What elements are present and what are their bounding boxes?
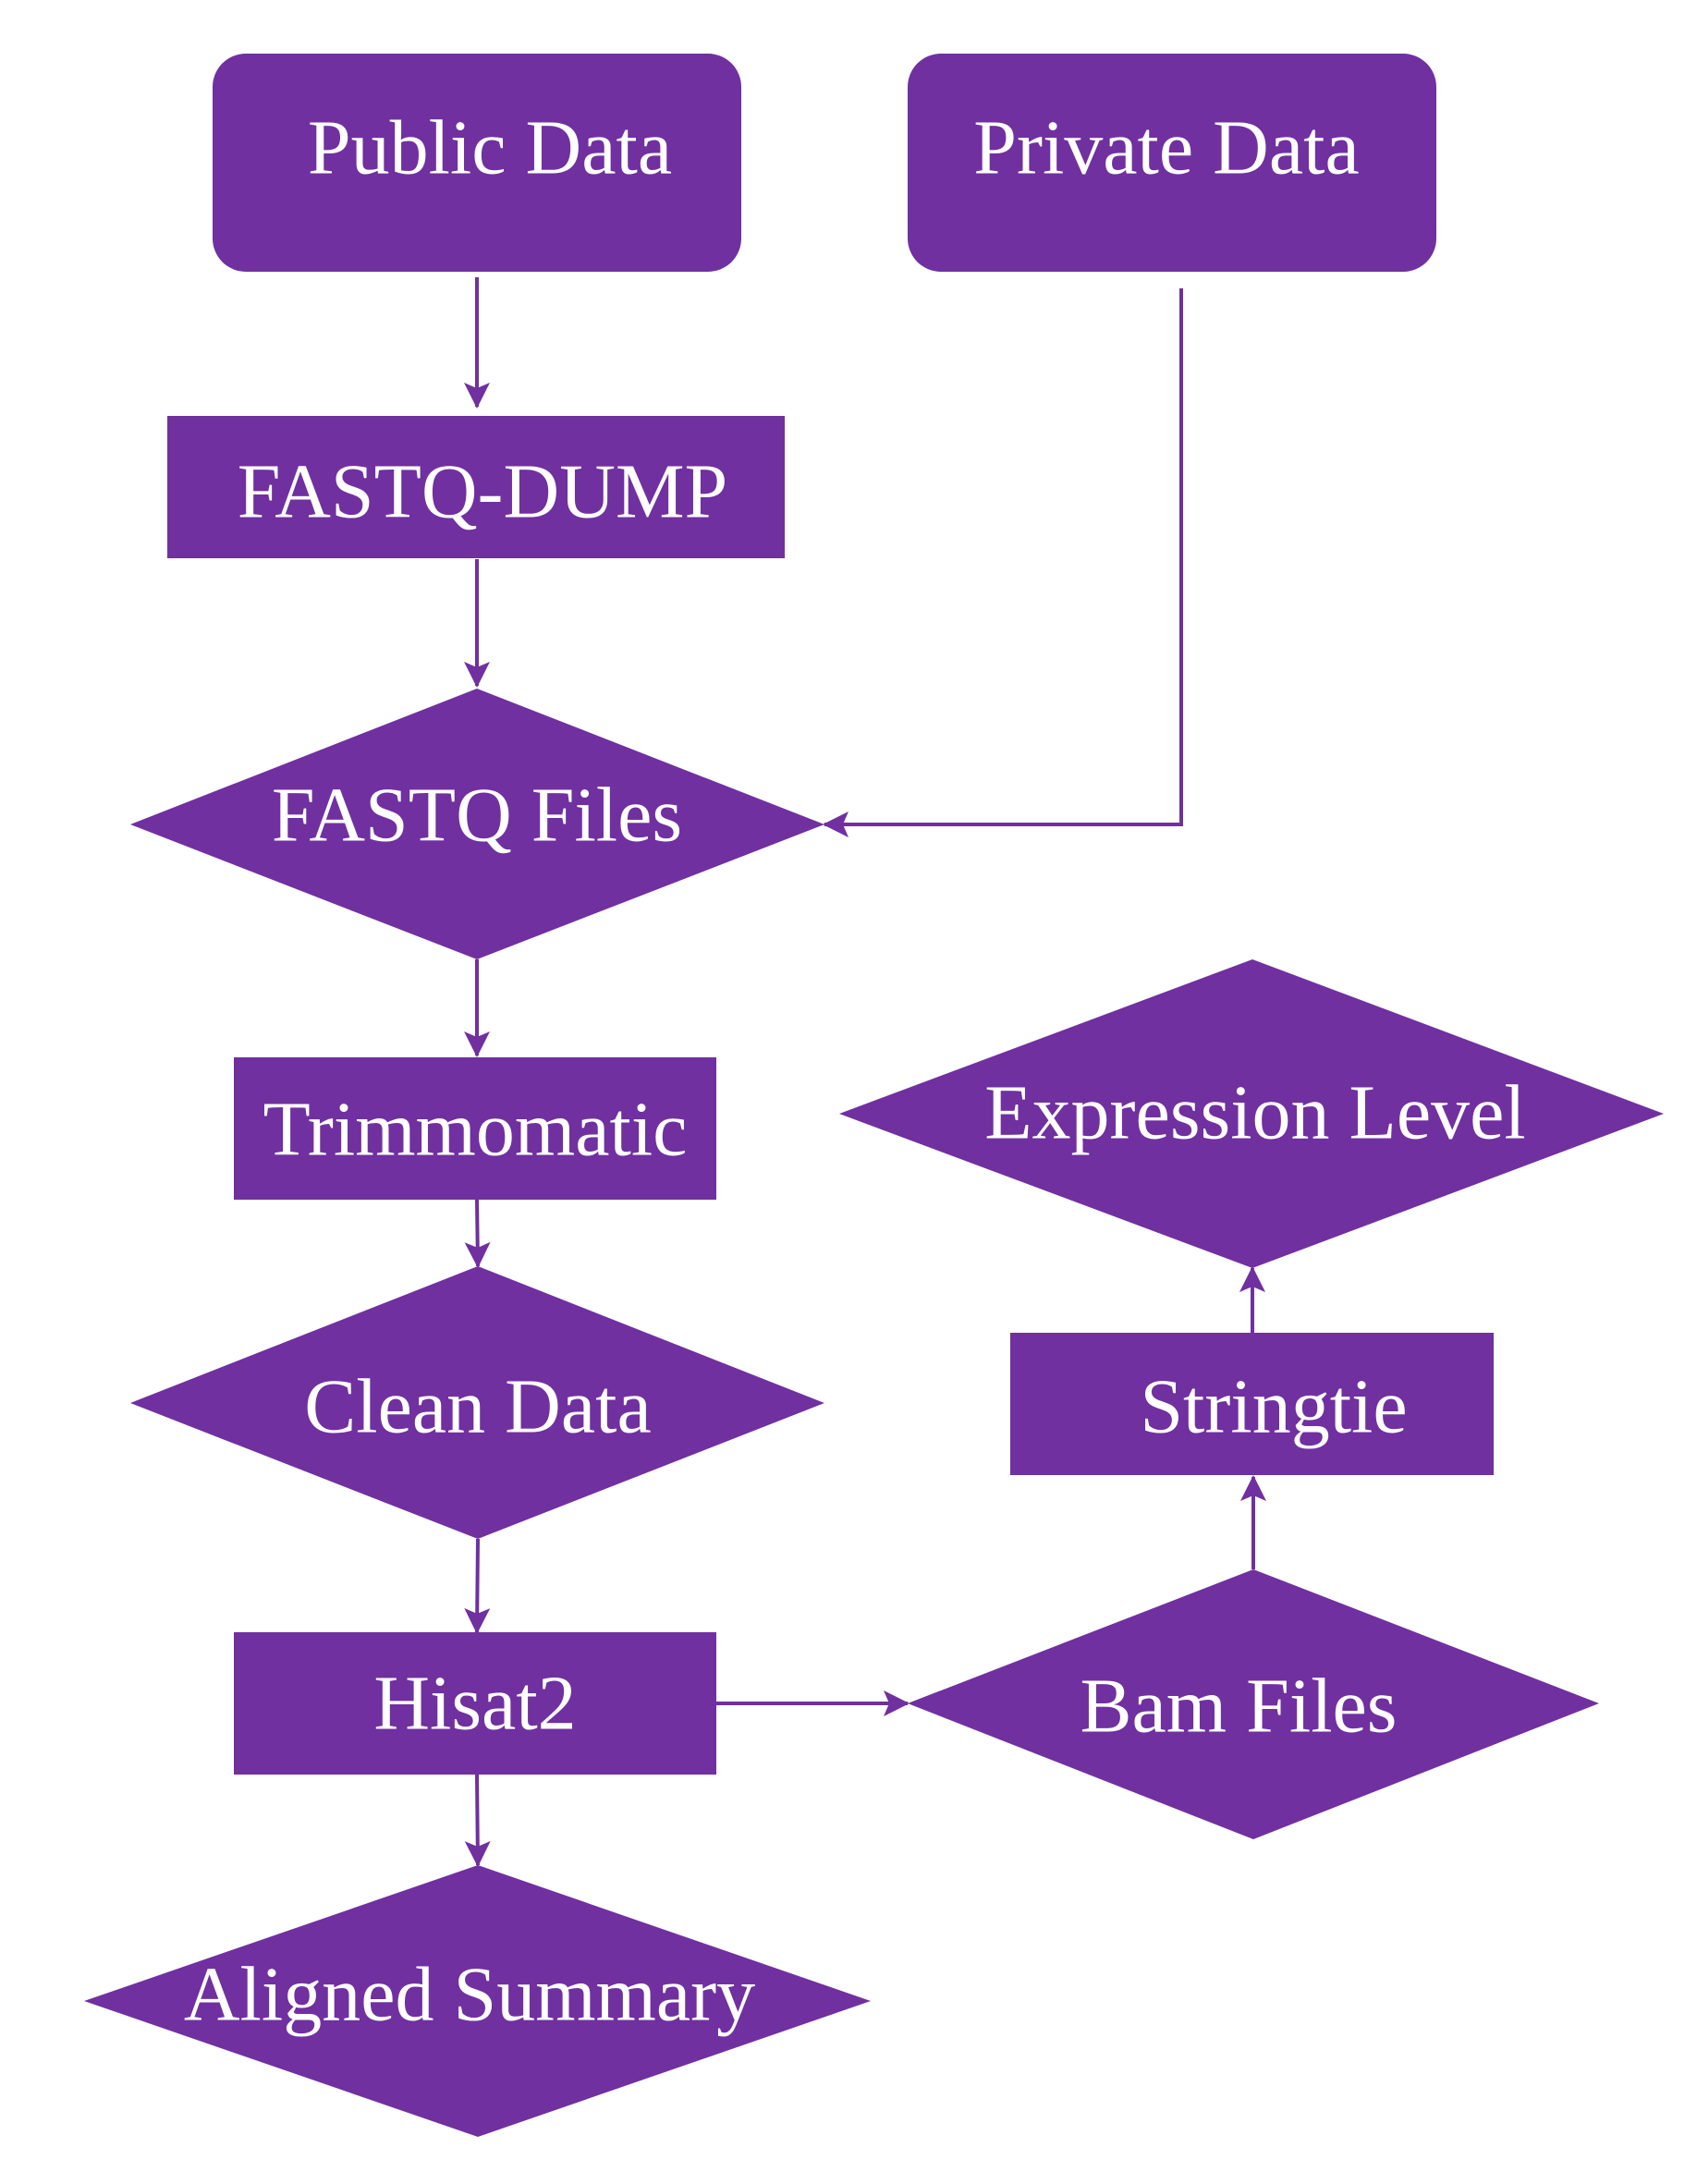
decision-diamond — [839, 959, 1664, 1268]
node-label: FASTQ-DUMP — [238, 449, 728, 535]
edge-private-to-fastq-files — [823, 288, 1183, 837]
node-clean-data: Clean Data — [130, 1266, 824, 1539]
decision-diamond — [84, 1865, 871, 2137]
process-box — [234, 1057, 716, 1200]
node-label: Hisat2 — [373, 1661, 576, 1747]
node-fastq-files: FASTQ Files — [130, 689, 824, 959]
edge-hisat2-to-aligned-summary — [464, 1774, 491, 1867]
node-public-data: Public Data — [213, 54, 741, 272]
node-bam-files: Bam Files — [908, 1569, 1599, 1839]
node-expression-level: Expression Level — [839, 959, 1664, 1268]
rounded-box — [213, 54, 741, 272]
process-box — [1010, 1333, 1494, 1475]
node-fastq-dump: FASTQ-DUMP — [167, 416, 785, 558]
node-label: Expression Level — [984, 1070, 1526, 1156]
node-trimmomatic: Trimmomatic — [234, 1057, 716, 1200]
edge-trimmomatic-to-clean-data — [464, 1199, 491, 1268]
node-aligned-summary: Aligned Summary — [84, 1865, 871, 2137]
edges — [464, 277, 1266, 1867]
node-label: Clean Data — [304, 1364, 652, 1450]
node-label: Private Data — [973, 105, 1360, 191]
process-box — [234, 1632, 716, 1775]
node-hisat2: Hisat2 — [234, 1632, 716, 1775]
node-stringtie: Stringtie — [1010, 1333, 1494, 1475]
rounded-box — [908, 54, 1436, 272]
node-label: FASTQ Files — [272, 773, 682, 859]
node-private-data: Private Data — [908, 54, 1436, 272]
decision-diamond — [130, 1266, 824, 1539]
node-label: Stringtie — [1140, 1364, 1407, 1450]
node-label: Trimmomatic — [263, 1087, 688, 1173]
edge-clean-data-to-hisat2 — [464, 1538, 491, 1634]
node-label: Public Data — [308, 105, 672, 191]
node-label: Bam Files — [1080, 1664, 1397, 1750]
decision-diamond — [908, 1569, 1599, 1839]
process-box — [167, 416, 785, 558]
node-label: Aligned Summary — [184, 1952, 755, 2038]
decision-diamond — [130, 689, 824, 959]
